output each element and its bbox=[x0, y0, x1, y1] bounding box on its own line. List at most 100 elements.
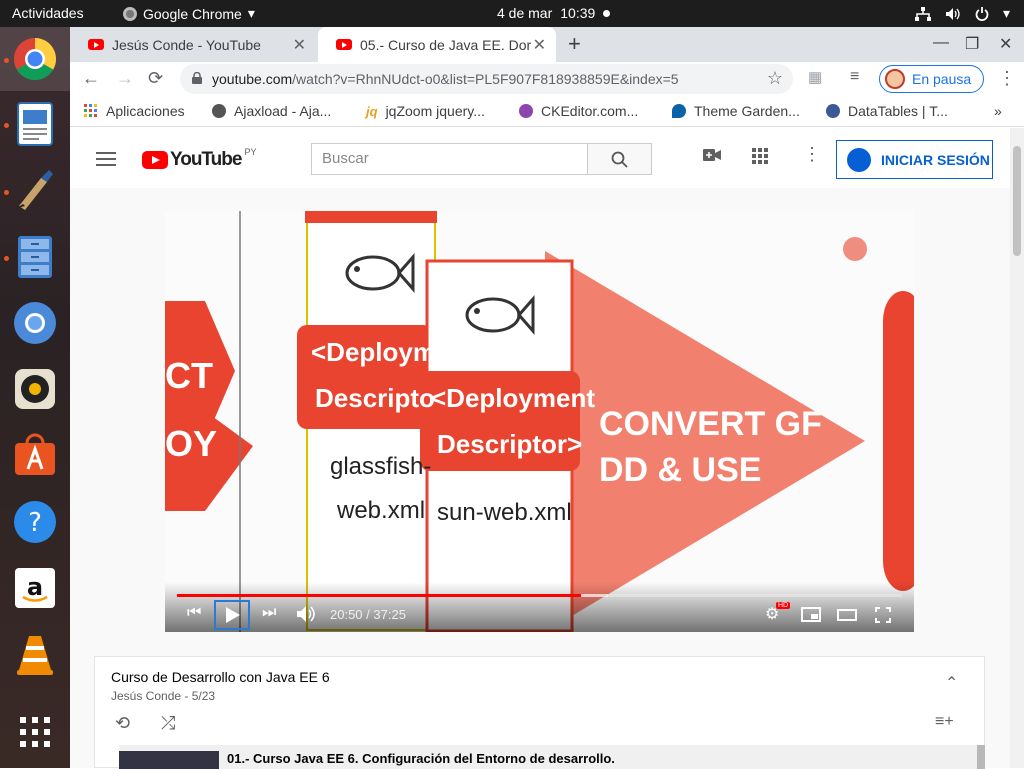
notification-dot-icon bbox=[603, 9, 611, 17]
fullscreen-icon[interactable] bbox=[875, 607, 891, 623]
extension-icon[interactable]: ▦ bbox=[808, 69, 823, 86]
playlist-subtitle: Jesús Conde - 5/23 bbox=[111, 689, 216, 703]
bookmark-label: Ajaxload - Aja... bbox=[234, 103, 332, 119]
playlist-scrollbar[interactable] bbox=[977, 745, 985, 769]
theater-mode-icon[interactable] bbox=[837, 609, 857, 621]
apps-grid-icon bbox=[84, 104, 97, 117]
bookmark-jqzoom[interactable]: jq jqZoom jquery... bbox=[366, 103, 485, 119]
menu-icon[interactable] bbox=[96, 152, 116, 170]
youtube-wordmark: YouTube bbox=[170, 149, 242, 170]
app-grid-icon[interactable] bbox=[12, 709, 58, 755]
slide-text: glassfish- bbox=[330, 453, 432, 480]
svg-text:?: ? bbox=[28, 508, 42, 538]
bookmark-theme-garden[interactable]: Theme Garden... bbox=[672, 103, 800, 119]
collapse-chevron-icon[interactable]: ⌃ bbox=[945, 675, 959, 692]
vlc-icon[interactable] bbox=[12, 631, 58, 677]
slide-text: Descriptor> bbox=[437, 429, 583, 459]
bookmark-ckeditor[interactable]: CKEditor.com... bbox=[519, 103, 638, 119]
new-tab-button[interactable]: + bbox=[568, 31, 581, 56]
address-bar[interactable]: youtube.com/watch?v=RhnNUdct-o0&list=PL5… bbox=[180, 64, 793, 94]
bookmark-label: CKEditor.com... bbox=[541, 103, 639, 119]
settings-more-icon[interactable]: ⋮ bbox=[803, 144, 821, 164]
shuffle-icon[interactable]: ⤮ bbox=[161, 713, 176, 733]
tab-strip: Jesús Conde - YouTube ✕ 05.- Curso de Ja… bbox=[70, 27, 1024, 62]
miniplayer-icon[interactable] bbox=[801, 607, 821, 622]
restore-icon[interactable]: ❐ bbox=[965, 36, 980, 53]
close-icon[interactable]: ✕ bbox=[292, 37, 306, 54]
rhythmbox-icon[interactable] bbox=[12, 366, 58, 412]
create-video-icon[interactable] bbox=[703, 148, 721, 162]
close-window-icon[interactable]: ✕ bbox=[999, 36, 1013, 53]
volume-icon bbox=[945, 7, 960, 20]
slide-text: <Deployment bbox=[431, 383, 595, 413]
running-indicator bbox=[4, 256, 9, 261]
amazon-icon[interactable]: a bbox=[12, 565, 58, 611]
power-icon bbox=[975, 6, 989, 21]
globe-icon bbox=[212, 104, 226, 118]
image-editor-icon[interactable] bbox=[12, 167, 58, 213]
settings-gear-icon[interactable]: ⚙ bbox=[765, 606, 780, 623]
previous-video-icon[interactable]: ⏮ bbox=[187, 604, 202, 621]
play-icon bbox=[226, 607, 240, 623]
forward-button[interactable]: → bbox=[116, 68, 134, 88]
bookmarks-overflow-button[interactable]: » bbox=[994, 103, 1002, 119]
play-button[interactable] bbox=[214, 600, 250, 630]
playlist-item[interactable]: 01.- Curso Java EE 6. Configuración del … bbox=[119, 745, 979, 769]
app-menu[interactable]: Google Chrome ▾ bbox=[123, 5, 255, 22]
video-frame bbox=[165, 211, 914, 632]
youtube-logo[interactable]: YouTube PY bbox=[142, 147, 256, 171]
apps-icon[interactable] bbox=[752, 148, 768, 164]
chrome-menu-icon[interactable]: ⋮ bbox=[998, 68, 1016, 88]
loop-icon[interactable]: ⟲ bbox=[115, 713, 131, 733]
playlist-title[interactable]: Curso de Desarrollo con Java EE 6 bbox=[111, 669, 330, 685]
activities-button[interactable]: Actividades bbox=[12, 5, 84, 21]
system-tray[interactable]: ▾ bbox=[914, 5, 1010, 22]
tab-youtube-channel[interactable]: Jesús Conde - YouTube ✕ bbox=[70, 27, 316, 62]
files-icon[interactable] bbox=[12, 234, 58, 280]
media-control-icon[interactable]: ≡ bbox=[850, 68, 860, 85]
search-input[interactable]: Buscar bbox=[311, 143, 588, 175]
page-scrollbar[interactable] bbox=[1010, 128, 1024, 768]
slide-text: CT bbox=[165, 355, 213, 396]
scrollbar-thumb[interactable] bbox=[1013, 146, 1021, 256]
progress-bar[interactable] bbox=[177, 594, 902, 597]
bookmark-datatables[interactable]: DataTables | T... bbox=[826, 103, 948, 119]
datatables-icon bbox=[826, 104, 840, 118]
search-button[interactable] bbox=[587, 143, 652, 175]
youtube-header: YouTube PY Buscar ⋮ INICIAR SESIÓN bbox=[70, 128, 1010, 188]
clock[interactable]: 4 de mar 10:39 bbox=[497, 5, 611, 21]
sign-in-button[interactable]: INICIAR SESIÓN bbox=[836, 140, 993, 179]
save-playlist-icon[interactable]: ≡+ bbox=[935, 713, 954, 730]
software-center-icon[interactable] bbox=[12, 432, 58, 478]
bookmark-apps[interactable]: Aplicaciones bbox=[84, 103, 185, 119]
minimize-icon[interactable]: — bbox=[933, 34, 949, 51]
slide-text: sun-web.xml bbox=[437, 499, 572, 526]
document-viewer-icon[interactable] bbox=[12, 101, 58, 147]
chevron-down-icon: ▾ bbox=[247, 5, 255, 21]
slide-text: <Deployme bbox=[311, 337, 451, 367]
profile-sync-button[interactable]: En pausa bbox=[879, 65, 984, 93]
lock-icon bbox=[192, 72, 202, 84]
back-button[interactable]: ← bbox=[82, 68, 100, 88]
sign-in-label: INICIAR SESIÓN bbox=[881, 151, 990, 168]
tab-active-video[interactable]: 05.- Curso de Java EE. Dor ✕ bbox=[318, 27, 556, 62]
playlist-panel: Curso de Desarrollo con Java EE 6 Jesús … bbox=[94, 656, 985, 769]
bookmark-star-icon[interactable]: ☆ bbox=[766, 68, 783, 88]
video-player[interactable]: CT OY <Deployme Descripto glassfish- web… bbox=[165, 211, 914, 632]
app-menu-label: Google Chrome bbox=[143, 5, 242, 22]
reload-button[interactable]: ⟳ bbox=[148, 68, 164, 88]
slide-text: Descripto bbox=[315, 383, 435, 413]
bookmark-label: Theme Garden... bbox=[694, 103, 800, 119]
next-video-icon[interactable]: ⏭ bbox=[262, 604, 277, 621]
watermark-logo-icon bbox=[843, 237, 867, 261]
help-icon[interactable]: ? bbox=[12, 499, 58, 545]
running-indicator bbox=[4, 58, 9, 63]
youtube-page: YouTube PY Buscar ⋮ INICIAR SESIÓN bbox=[70, 128, 1024, 769]
dock-chrome-icon[interactable] bbox=[12, 36, 58, 82]
tab-title: Jesús Conde - YouTube bbox=[112, 36, 261, 53]
chromium-icon[interactable] bbox=[12, 300, 58, 346]
volume-icon[interactable] bbox=[296, 605, 316, 623]
bookmark-ajaxload[interactable]: Ajaxload - Aja... bbox=[212, 103, 331, 119]
url-path: /watch?v=RhnNUdct-o0&list=PL5F907F818938… bbox=[292, 71, 679, 87]
close-icon[interactable]: ✕ bbox=[532, 37, 546, 54]
